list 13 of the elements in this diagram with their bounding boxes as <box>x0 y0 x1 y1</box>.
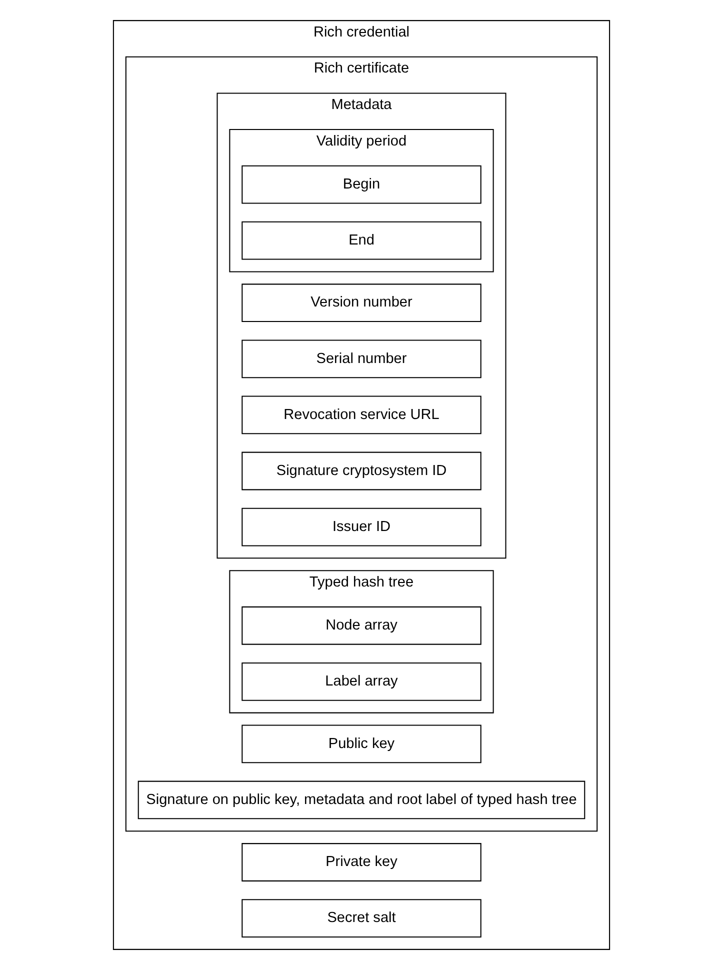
node-box: Begin <box>241 165 481 204</box>
node-box: Secret salt <box>241 899 481 938</box>
node-box: Revocation service URL <box>241 396 481 434</box>
node-box: Private key <box>241 843 481 882</box>
node-box: Signature on public key, metadata and root label of typed hash tree <box>137 780 585 820</box>
node-box: Signature cryptosystem ID <box>241 452 481 490</box>
node-box: Label array <box>241 662 481 701</box>
node-box: Node array <box>241 606 481 645</box>
node-box: End <box>241 221 481 260</box>
node-box: Issuer ID <box>241 508 481 546</box>
node-box: Serial number <box>241 340 481 378</box>
node-box: Version number <box>241 284 481 322</box>
node-box: Public key <box>241 724 481 764</box>
